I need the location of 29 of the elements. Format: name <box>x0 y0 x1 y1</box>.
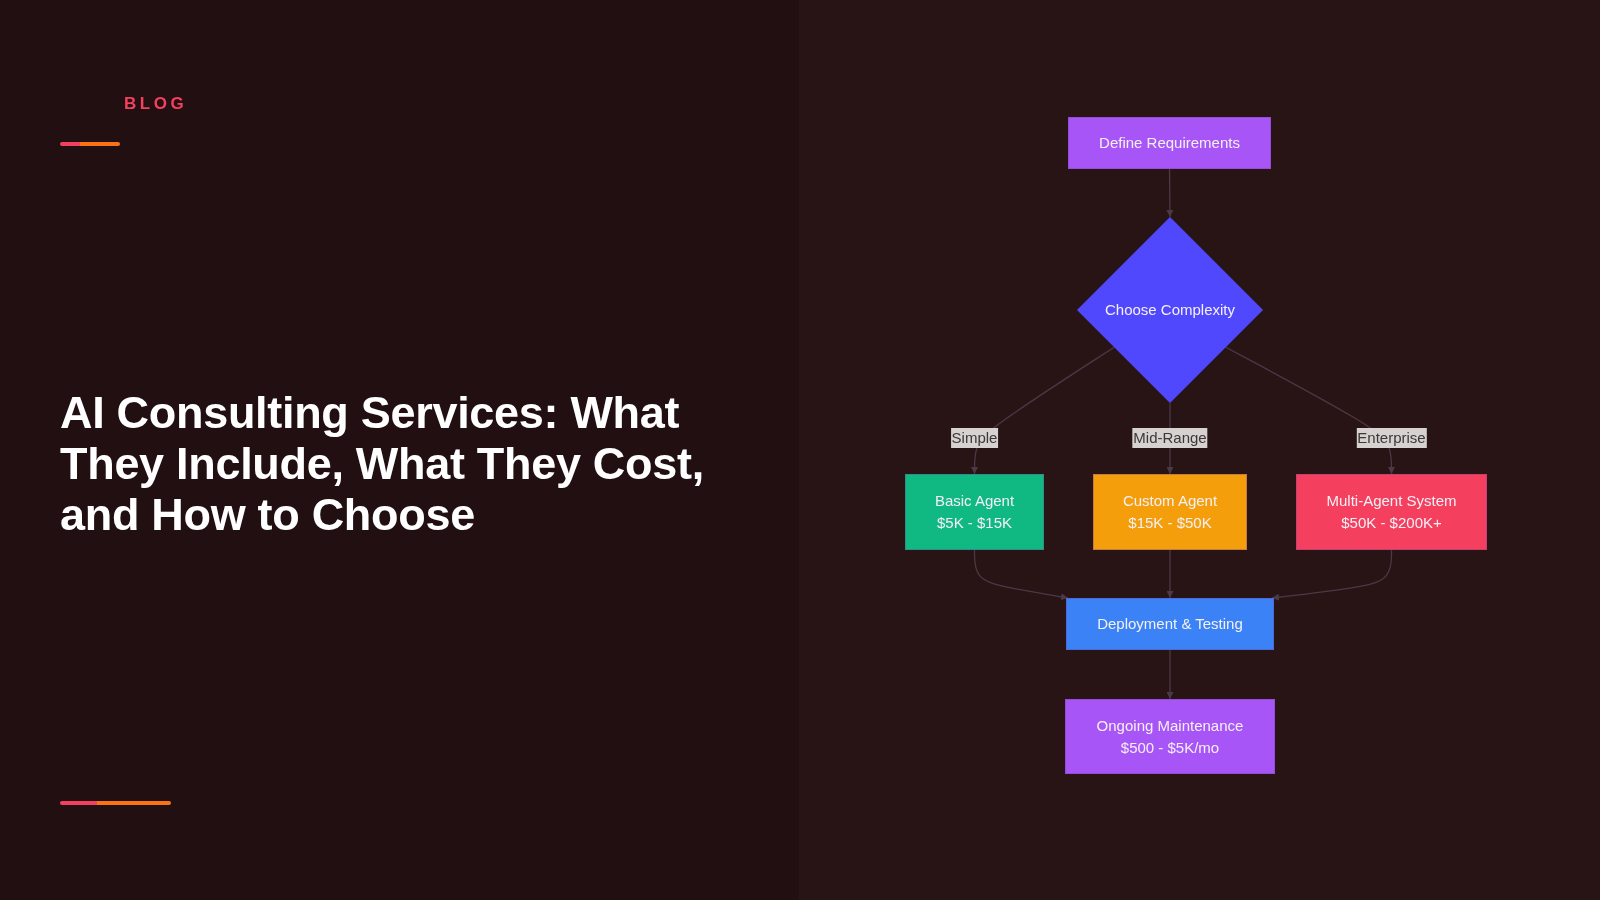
arrow <box>1166 168 1174 218</box>
process-box <box>1068 117 1271 169</box>
process-box <box>1066 598 1274 650</box>
node-title: Multi-Agent System <box>1326 491 1457 511</box>
arrow <box>1271 549 1393 601</box>
process-box <box>1065 699 1275 774</box>
arrow <box>1166 549 1174 599</box>
edge-label: Enterprise <box>1356 428 1427 448</box>
node-title: Basic Agent <box>934 491 1015 511</box>
node-detail: $5K - $15K <box>936 513 1013 533</box>
node-detail: $500 - $5K/mo <box>1120 737 1220 758</box>
node-detail: $15K - $50K <box>1128 513 1212 533</box>
node-title: Define Requirements <box>1099 133 1240 153</box>
process-box <box>905 474 1044 550</box>
edge-label: Mid-Range <box>1132 428 1208 448</box>
node-detail: $50K - $200K+ <box>1341 513 1442 533</box>
node-title: Choose Complexity <box>1104 300 1236 320</box>
process-box <box>1296 474 1487 550</box>
section-label: BLOG <box>124 94 188 114</box>
node-title: Custom Agent <box>1122 491 1218 511</box>
arrow <box>971 346 1115 475</box>
node-title: Deployment & Testing <box>1097 614 1243 634</box>
page-title: AI Consulting Services: What They Include, What They Cost, and How to Choose <box>60 387 705 540</box>
node-title: Ongoing Maintenance <box>1096 715 1244 736</box>
decision-diamond <box>1077 217 1263 403</box>
arrow <box>1166 649 1174 700</box>
process-box <box>1093 474 1247 550</box>
arrow <box>973 549 1069 601</box>
edge-label: Simple <box>950 428 999 448</box>
